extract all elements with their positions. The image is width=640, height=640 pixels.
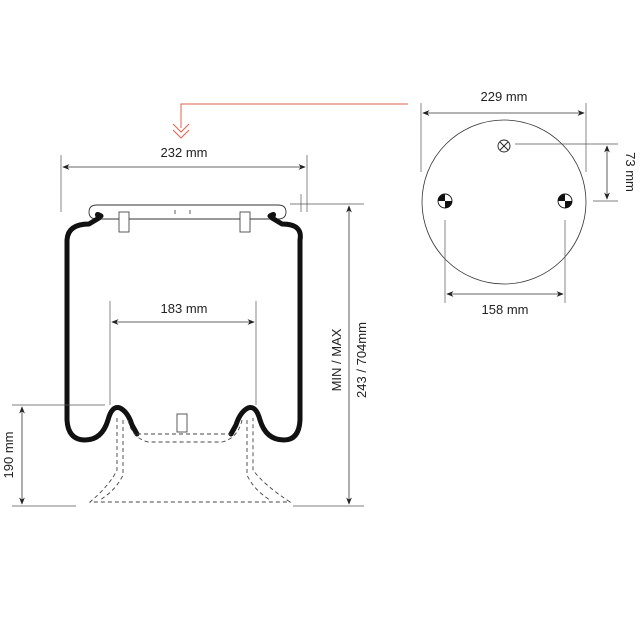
stud-spacing-label: 158 mm bbox=[482, 302, 529, 317]
height-range-value: 243 / 704mm bbox=[354, 322, 369, 398]
bellow-outline-left bbox=[64, 211, 140, 443]
stud-left-icon bbox=[437, 193, 453, 209]
piston-height-label: 190 mm bbox=[1, 432, 16, 479]
mounting-stud-left bbox=[118, 211, 130, 233]
mounting-stud-right bbox=[239, 211, 251, 233]
air-inlet-icon bbox=[497, 139, 511, 153]
stud-right-icon bbox=[557, 193, 573, 209]
top-plate bbox=[88, 204, 287, 220]
air-inlet-offset-label: 73 mm bbox=[623, 152, 638, 192]
top-plate-diameter-label: 229 mm bbox=[481, 89, 528, 104]
top-plate-circle bbox=[421, 119, 587, 285]
side-view: 232 mm 183 mm 190 mm bbox=[1, 145, 369, 507]
view-leader-arrow bbox=[172, 103, 408, 139]
height-range-caption: MIN / MAX bbox=[329, 328, 344, 391]
piston-dashed-outline bbox=[88, 418, 292, 503]
top-view: 229 mm 73 mm 158 mm bbox=[420, 89, 638, 317]
piston-width-label: 183 mm bbox=[161, 301, 208, 316]
bellow-outline-right bbox=[228, 211, 303, 443]
top-plate-width-label: 232 mm bbox=[161, 145, 208, 160]
